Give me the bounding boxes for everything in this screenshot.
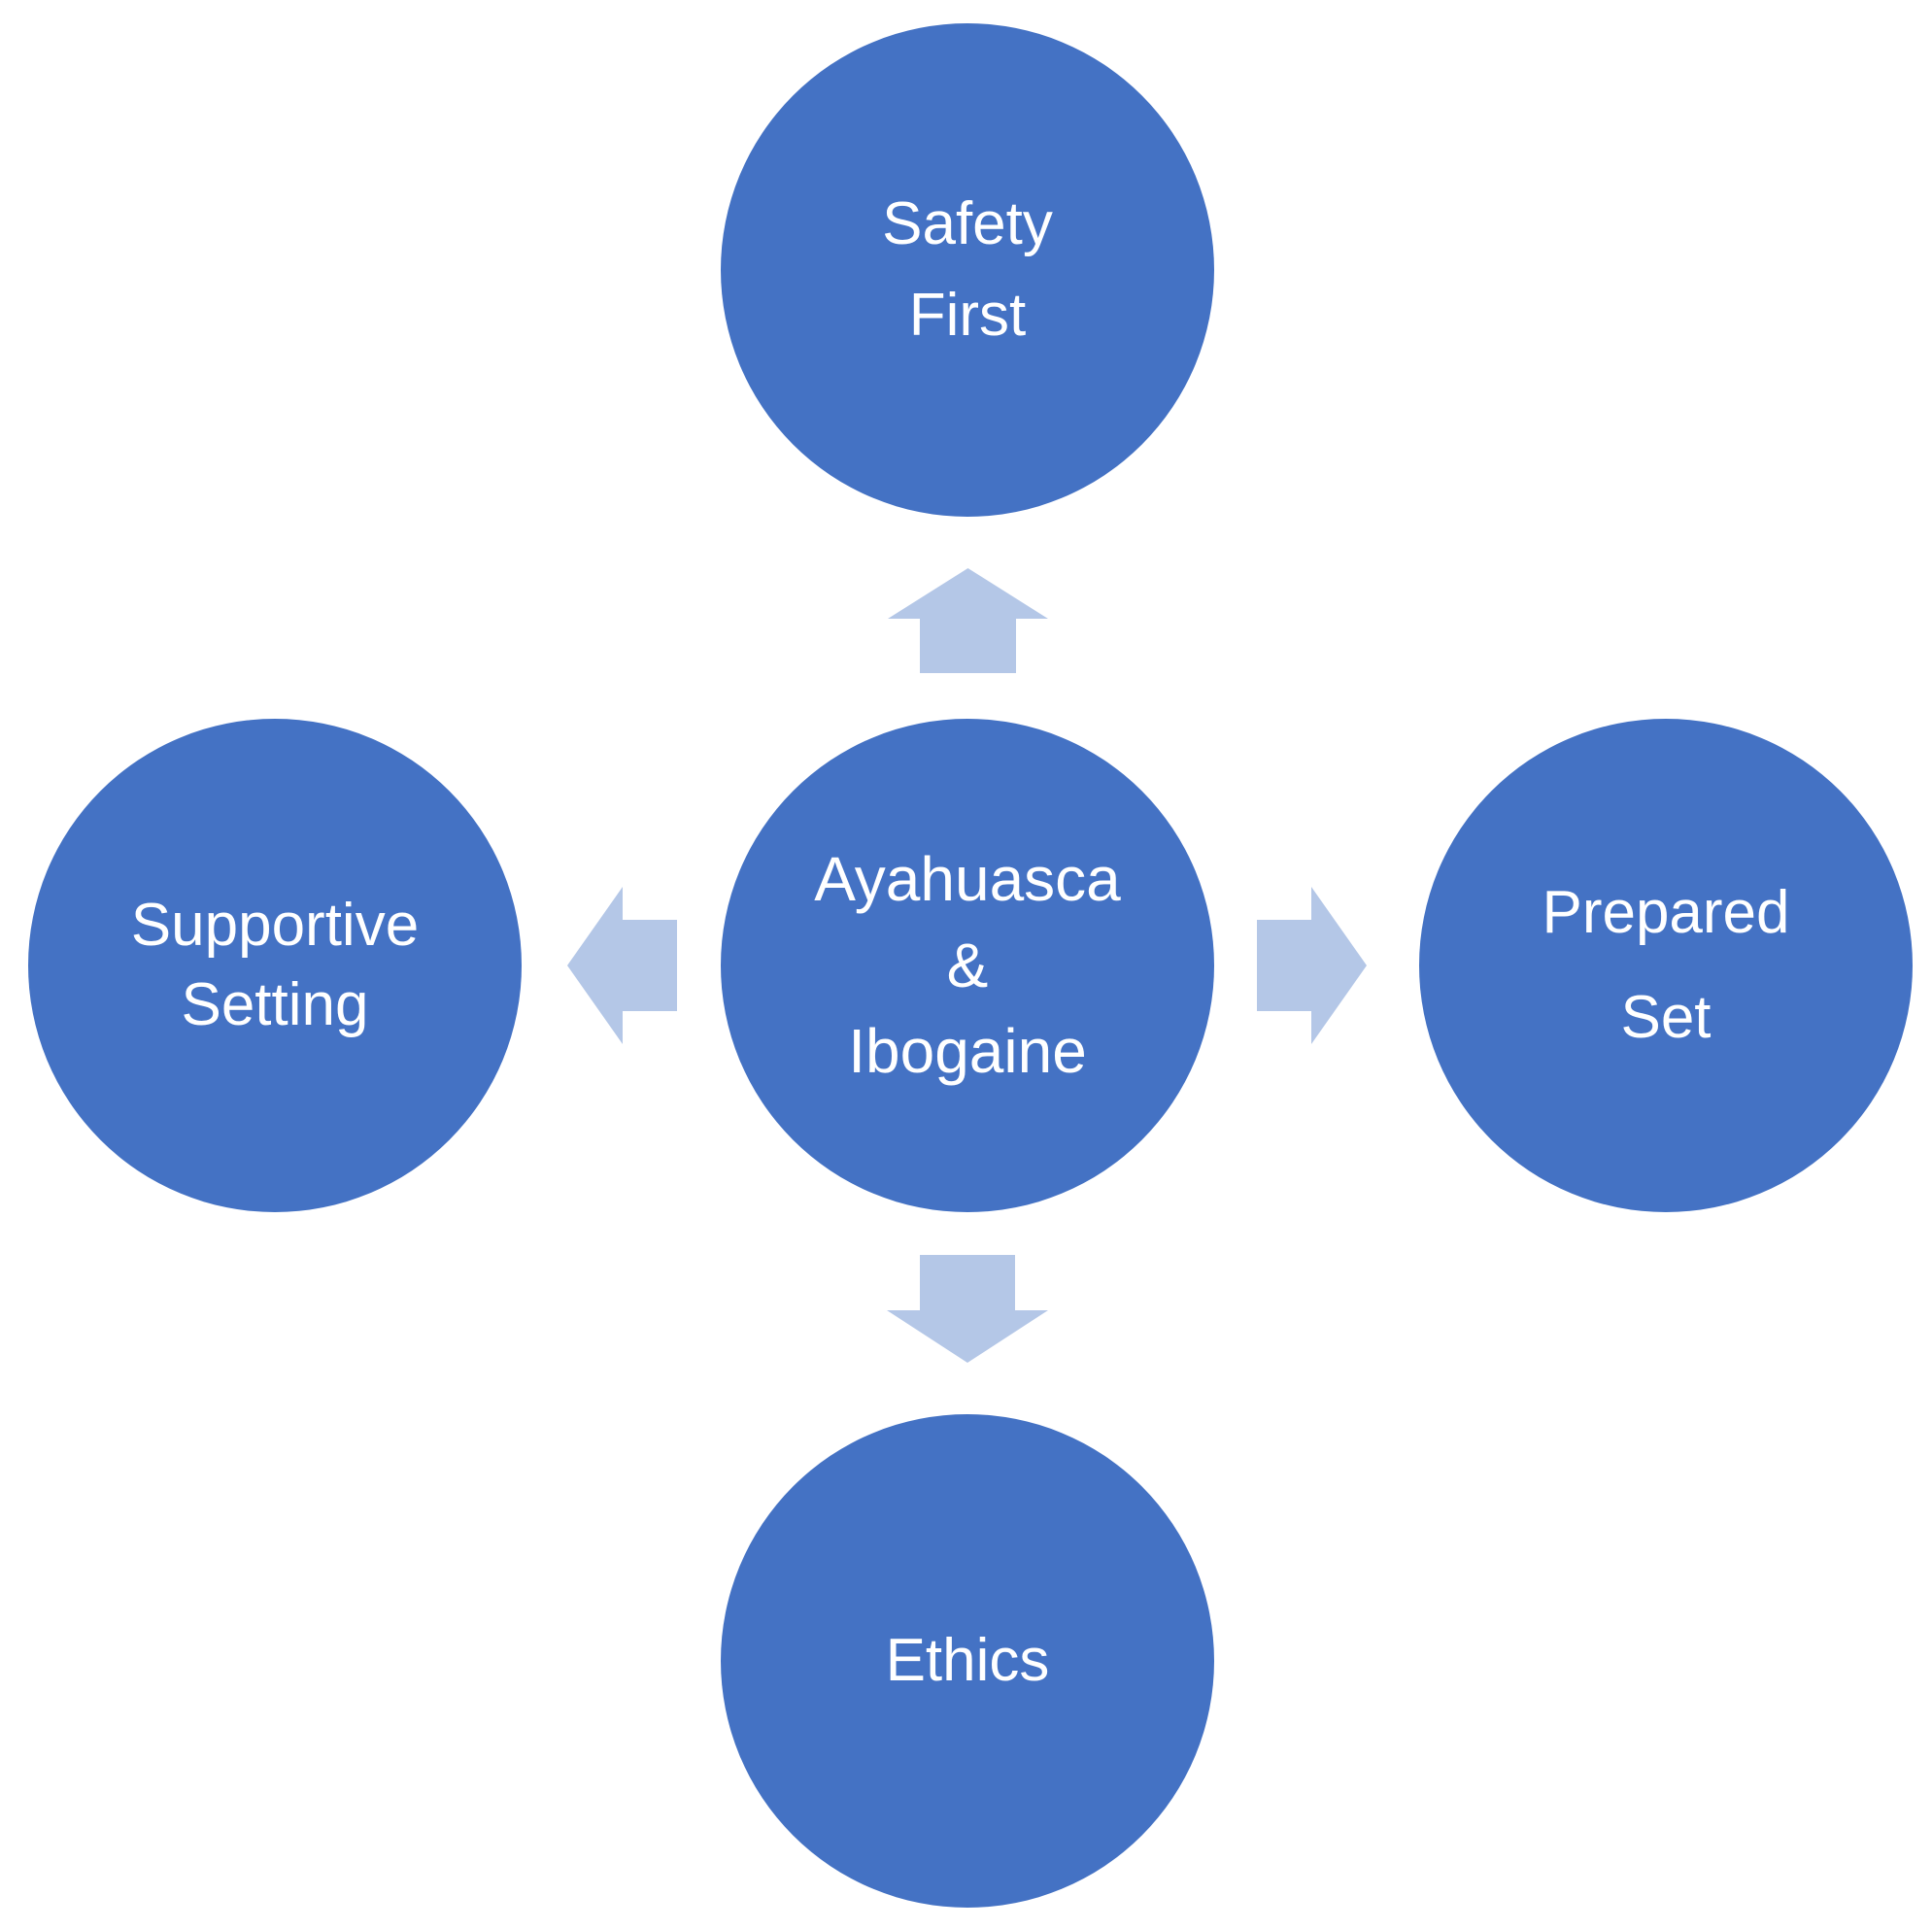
left-arrow-icon bbox=[567, 887, 677, 1044]
node-label: Prepared Set bbox=[1542, 877, 1789, 1055]
node-center-ayahuasca-ibogaine: Ayahuasca & Ibogaine bbox=[721, 719, 1214, 1212]
node-ethics: Ethics bbox=[721, 1414, 1214, 1908]
node-safety-first: Safety First bbox=[721, 23, 1214, 517]
node-label: Ayahuasca & Ibogaine bbox=[814, 842, 1121, 1089]
node-label-line-2: Setting bbox=[181, 971, 369, 1038]
node-supportive-setting: Supportive Setting bbox=[28, 719, 522, 1212]
node-label-line-1: Safety bbox=[882, 189, 1053, 257]
node-label-line-3: Ibogaine bbox=[848, 1016, 1087, 1087]
node-label-line-1: Ayahuasca bbox=[814, 843, 1121, 914]
node-label-line-2: & bbox=[946, 930, 989, 1000]
right-arrow-icon bbox=[1257, 887, 1367, 1044]
node-prepared-set: Prepared Set bbox=[1419, 719, 1913, 1212]
node-label: Supportive Setting bbox=[131, 890, 419, 1042]
node-label: Safety First bbox=[882, 188, 1053, 353]
node-label-line-1: Ethics bbox=[885, 1626, 1050, 1694]
node-label: Ethics bbox=[886, 1625, 1050, 1697]
down-arrow-icon bbox=[887, 1255, 1048, 1363]
node-label-line-1: Prepared bbox=[1542, 878, 1790, 946]
node-label-line-1: Supportive bbox=[130, 891, 420, 959]
up-arrow-icon bbox=[888, 568, 1048, 673]
node-label-line-2: Set bbox=[1620, 984, 1712, 1051]
node-label-line-2: First bbox=[908, 282, 1027, 349]
